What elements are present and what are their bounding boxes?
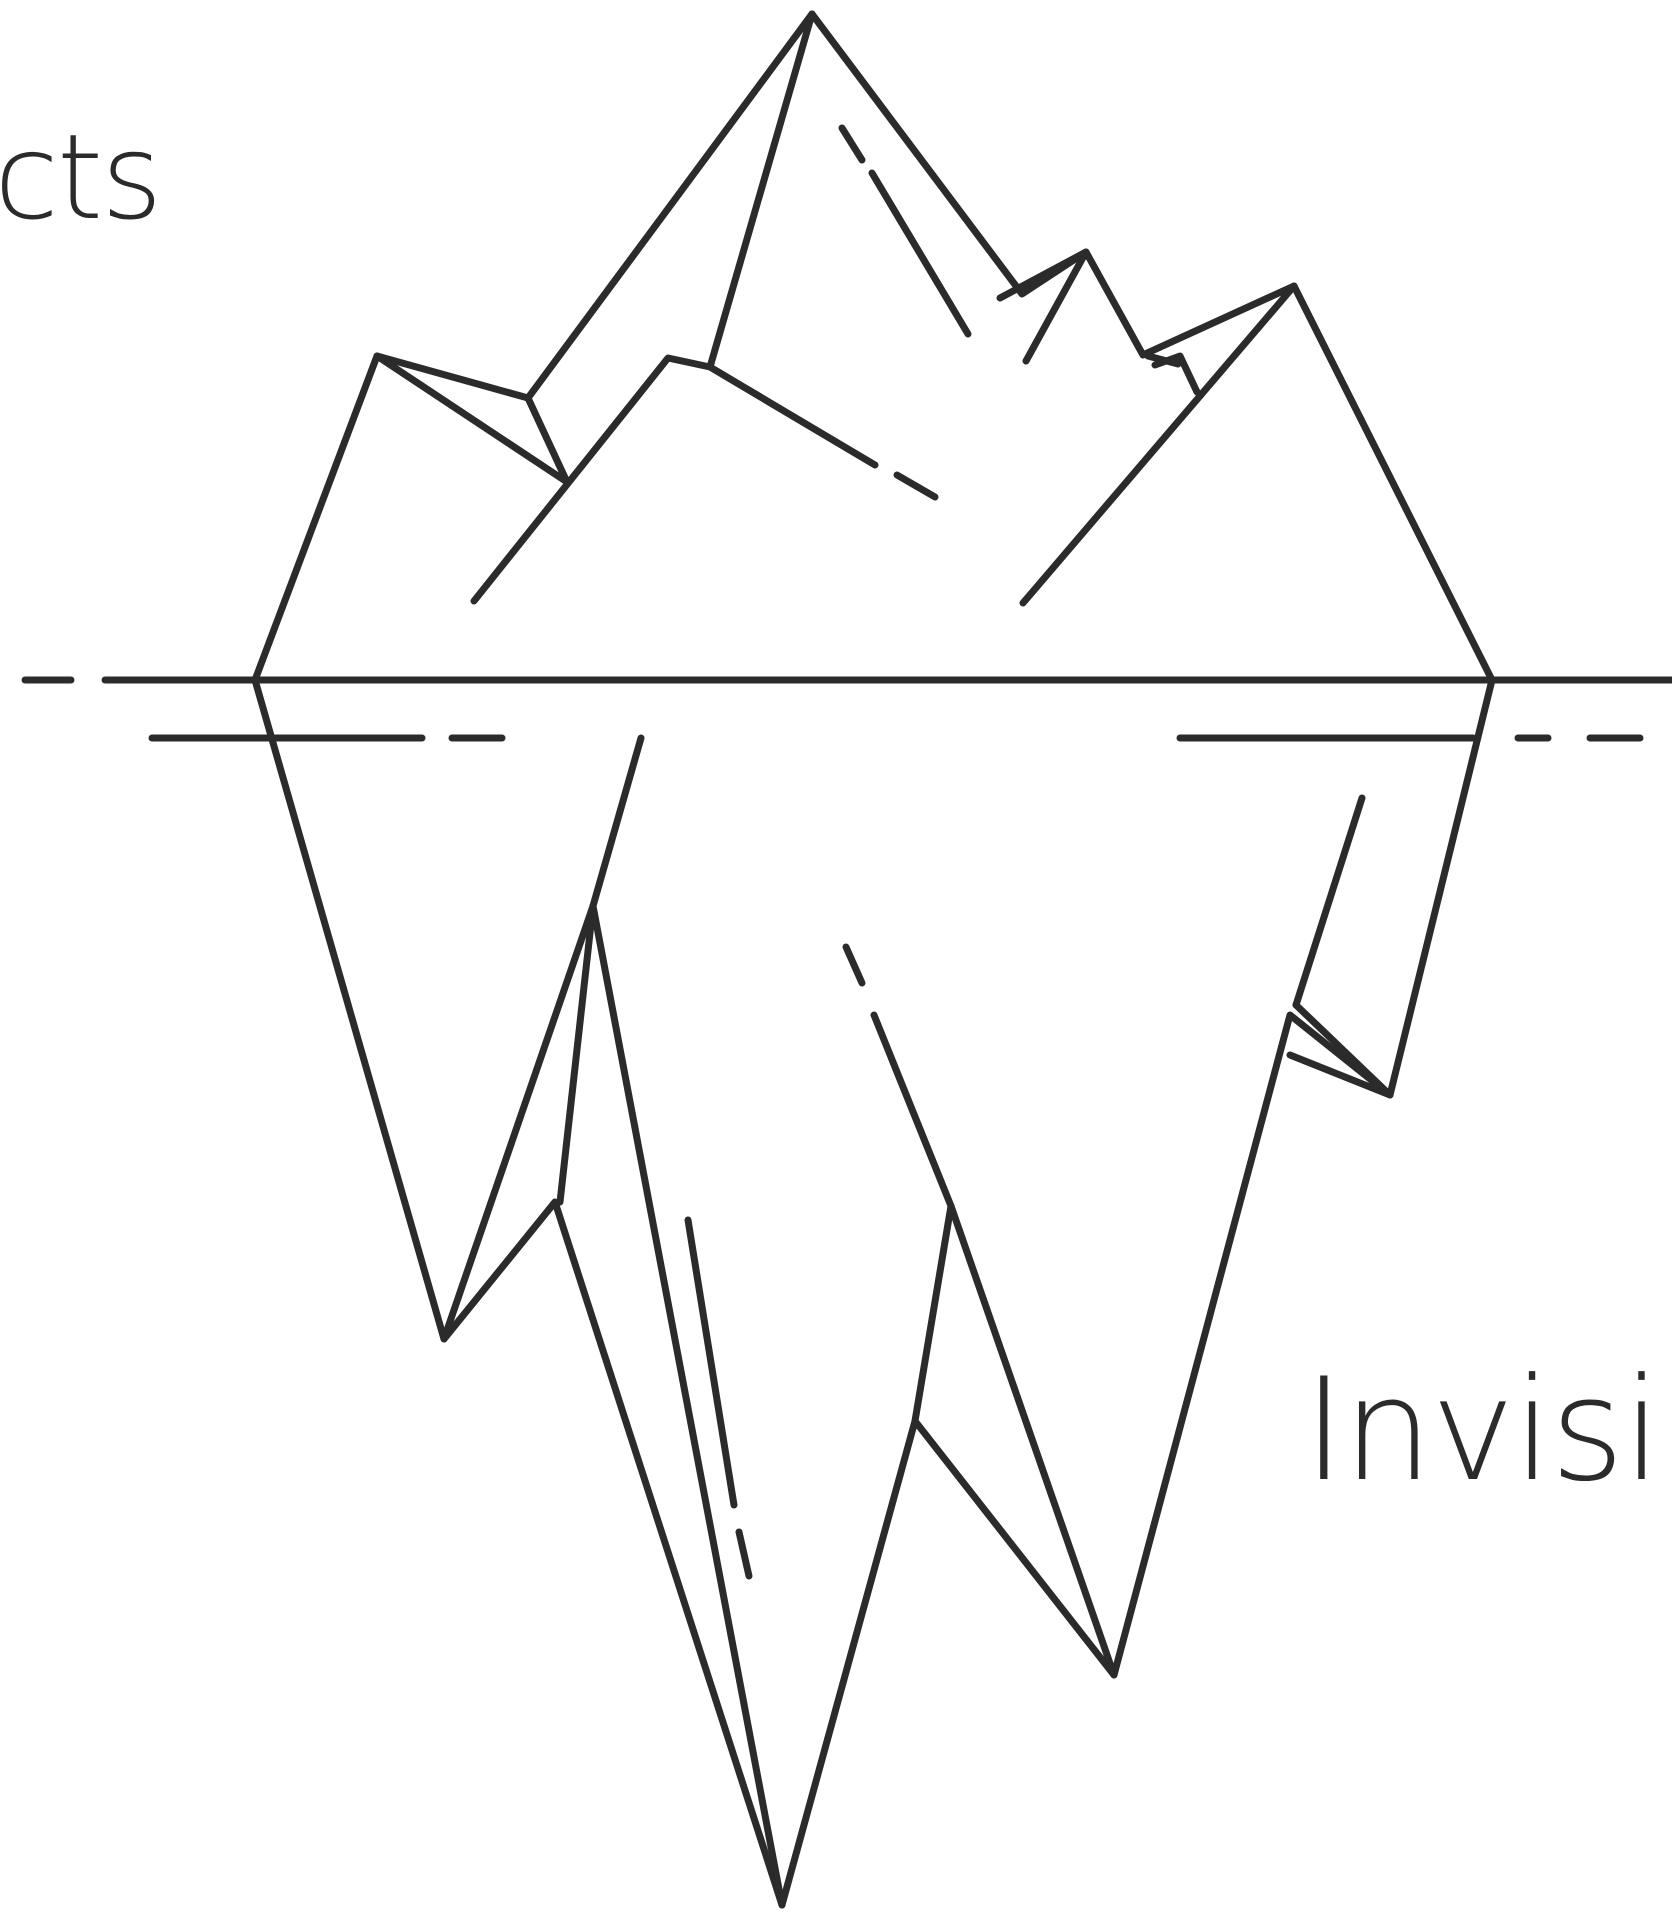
base-dash-long — [684, 1216, 738, 1509]
base-left-outline — [251, 676, 1496, 1909]
tip-left-slope — [470, 354, 879, 605]
base-left-facet — [440, 902, 597, 1343]
base-right-facet — [870, 1011, 955, 1425]
tip-outline — [251, 10, 1496, 684]
base-right-notch — [1286, 1001, 1394, 1099]
tip-left-facet — [373, 352, 571, 486]
waterline — [21, 676, 1672, 742]
base-center-spike — [589, 902, 786, 1909]
tip-right-edge — [1144, 352, 1182, 368]
base-right-spike — [947, 1202, 1118, 1679]
tip-right-facet-1 — [996, 248, 1090, 365]
invisible-label-fragment: Invisi — [1303, 1348, 1662, 1513]
base-right-dash-top — [842, 943, 866, 987]
tip-ridge-dash-1 — [838, 124, 866, 164]
tip-right-slope — [1019, 282, 1298, 607]
base-center-line-top — [589, 734, 645, 910]
tip-center-ridge — [706, 10, 816, 371]
iceberg-base — [251, 676, 1496, 1909]
tip-dash-1 — [893, 471, 939, 501]
base-dash-short — [735, 1528, 753, 1580]
visible-label-fragment: cts — [0, 108, 163, 246]
base-right-slope — [1292, 794, 1366, 1009]
tip-ridge-dash-2 — [868, 169, 972, 338]
iceberg-tip — [251, 10, 1496, 684]
